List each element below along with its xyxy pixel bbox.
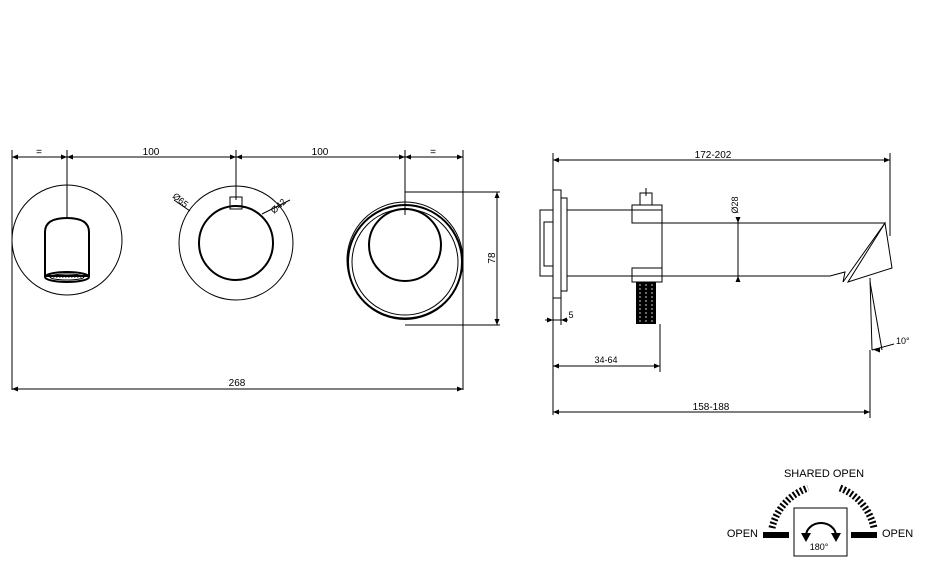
diameter-65-label: Ø65 (171, 191, 190, 210)
plate-thickness-label: 5 (568, 310, 573, 320)
handle-plate (178, 185, 294, 301)
plate-thickness-arrows (547, 317, 567, 323)
top-left-eq-label: = (36, 147, 42, 158)
wall-depth-label: 34-64 (594, 355, 617, 365)
rotation-arrow-arc (805, 522, 837, 537)
spout-diameter-label: Ø28 (730, 196, 740, 213)
right-open-bar (851, 532, 877, 538)
rotation-box (793, 507, 848, 557)
top-dimension-arrows (12, 154, 463, 160)
rotation-label: 180° (810, 542, 829, 552)
spout-angle-line (869, 281, 883, 351)
spout-plate (11, 184, 123, 296)
operation-legend: SHARED OPEN OPEN OPEN 180° (727, 468, 913, 557)
diameter-42-label: Ø42 (269, 197, 288, 216)
top-spacing-1-label: 100 (143, 147, 160, 158)
open-left-label: OPEN (727, 528, 758, 540)
top-spacing-2-label: 100 (312, 147, 329, 158)
shared-open-label: SHARED OPEN (784, 468, 864, 480)
diameter-65-leader (173, 199, 191, 212)
total-width-label: 268 (229, 378, 246, 389)
plate-height-label: 78 (487, 252, 498, 264)
side-view: 172-202 (539, 150, 910, 418)
spout-angle-leader (871, 343, 895, 351)
rotation-arrow-heads (801, 533, 841, 542)
top-right-eq-label: = (430, 147, 436, 158)
spout-length-bottom-label: 158-188 (693, 402, 730, 413)
spout-length-top-label: 172-202 (695, 150, 732, 161)
valve-plate (346, 191, 500, 326)
left-open-bar (763, 532, 789, 538)
handle-stem (631, 188, 663, 324)
spout-body (566, 209, 893, 351)
left-range-arc (768, 484, 810, 529)
open-right-label: OPEN (882, 528, 913, 540)
spout-angle-arrow (874, 347, 880, 353)
wall-plate (539, 189, 632, 299)
right-range-arc (838, 484, 878, 529)
front-view: = 100 100 = 268 Ø65 Ø42 (11, 147, 500, 392)
diameter-42-leader (261, 199, 291, 215)
spout-angle-label: 10° (896, 336, 910, 346)
